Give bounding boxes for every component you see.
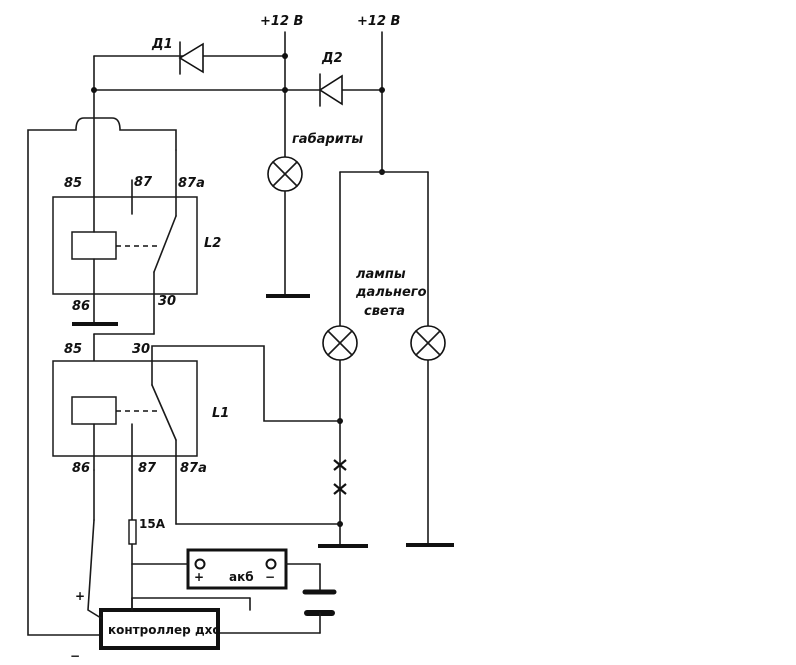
cut-marks — [333, 459, 347, 495]
fuse — [128, 519, 137, 611]
l2-name: L2 — [204, 236, 221, 251]
battery-plus: + — [194, 570, 204, 584]
controller-plus: + — [75, 589, 85, 603]
l2-pin-30: 30 — [158, 294, 176, 309]
diode-d1 — [178, 41, 204, 75]
parking-lamp-label: габариты — [292, 132, 363, 147]
battery-label: акб — [229, 570, 254, 584]
high-beam-wiring — [318, 171, 454, 548]
l1-pin-30: 30 — [132, 342, 150, 357]
high-beam-label-3: света — [364, 304, 405, 319]
diode-d2-label: Д2 — [321, 51, 343, 66]
controller-minus: − — [70, 649, 80, 663]
l2-pin-85: 85 — [64, 176, 82, 191]
l1-name: L1 — [212, 406, 229, 421]
supply-label-left: +12 В — [260, 14, 304, 29]
fuse-label: 15А — [139, 517, 166, 531]
high-beam-label-2: дальнего — [355, 285, 427, 300]
relay-l1 — [52, 345, 341, 525]
high-beam-lamp-left — [322, 325, 358, 361]
parking-lamp — [266, 156, 310, 298]
l1-pin-87a: 87a — [180, 461, 207, 476]
supply-label-right: +12 В — [357, 14, 401, 29]
controller-label: контроллер дхо — [108, 623, 221, 637]
l1-pin-87: 87 — [138, 461, 157, 476]
l2-87a-loop-wire — [27, 117, 177, 636]
l1-pin-85: 85 — [64, 342, 82, 357]
high-beam-label-1: лампы — [356, 267, 406, 282]
l2-pin-87: 87 — [134, 175, 153, 190]
battery-symbol — [217, 589, 337, 634]
diode-d1-label: Д1 — [151, 37, 173, 52]
l2-pin-86: 86 — [72, 299, 90, 314]
controller-box — [87, 469, 251, 650]
battery-minus: − — [265, 570, 275, 584]
l1-pin-86: 86 — [72, 461, 90, 476]
high-beam-lamp-right — [410, 325, 446, 361]
l2-pin-87a: 87a — [178, 176, 205, 191]
diode-d2 — [318, 73, 343, 107]
relay-l2 — [52, 149, 198, 335]
battery-box — [131, 548, 321, 591]
